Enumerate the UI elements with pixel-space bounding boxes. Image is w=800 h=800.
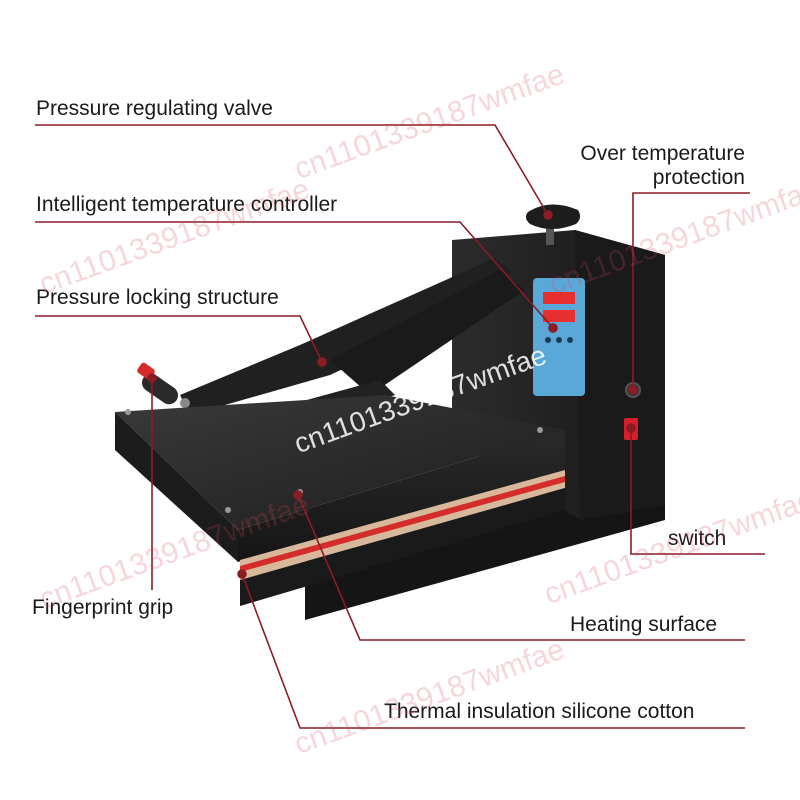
leader-heating-surface [297, 494, 745, 641]
screw [537, 427, 543, 433]
lever-strut [330, 270, 525, 395]
leader-dot [628, 385, 638, 395]
leader-dot [626, 423, 636, 433]
pressure-knob [525, 204, 581, 229]
leader-dot [317, 357, 327, 367]
time-display [543, 310, 575, 322]
leader-temp-controller [35, 221, 554, 329]
heat-press-machine [115, 204, 665, 620]
leader-dot [543, 210, 553, 220]
leader-dot [147, 373, 157, 383]
leader-insulation [241, 573, 745, 729]
leader-dot [293, 490, 303, 500]
leader-dot [237, 569, 247, 579]
knob-stem [546, 220, 554, 245]
screw [225, 507, 231, 513]
panel-button [556, 337, 562, 343]
leader-over-temp [632, 192, 750, 390]
leader-locking-structure [35, 315, 323, 363]
label-locking-structure: Pressure locking structure [36, 286, 279, 309]
tower-side [575, 230, 665, 520]
heat-platen-top [115, 395, 565, 530]
label-insulation: Thermal insulation silicone cotton [384, 700, 695, 723]
heat-platen-front [115, 412, 238, 562]
panel-button [567, 337, 573, 343]
label-fingerprint-grip: Fingerprint grip [32, 596, 174, 619]
heat-platen-front-right [238, 430, 565, 562]
label-switch: switch [668, 527, 727, 550]
leader-dot [548, 323, 558, 333]
leader-switch [630, 428, 765, 555]
heat-lower-plate [240, 488, 565, 606]
handle-pivot [180, 398, 190, 408]
panel-button [545, 337, 551, 343]
label-over-temperature-line1: Over temperature [580, 142, 745, 165]
lever-arm [180, 258, 512, 415]
label-temp-controller: Intelligent temperature controller [36, 193, 338, 216]
leader-lines [35, 124, 765, 729]
temperature-display [543, 292, 575, 304]
label-heating-surface: Heating surface [570, 613, 718, 636]
label-over-temperature-line2: protection [652, 166, 745, 190]
screw [125, 409, 131, 415]
label-pressure-valve: Pressure regulating valve [36, 97, 273, 120]
label-over-temperature: Over temperature protection [580, 142, 745, 190]
leader-pressure-valve [35, 124, 549, 216]
